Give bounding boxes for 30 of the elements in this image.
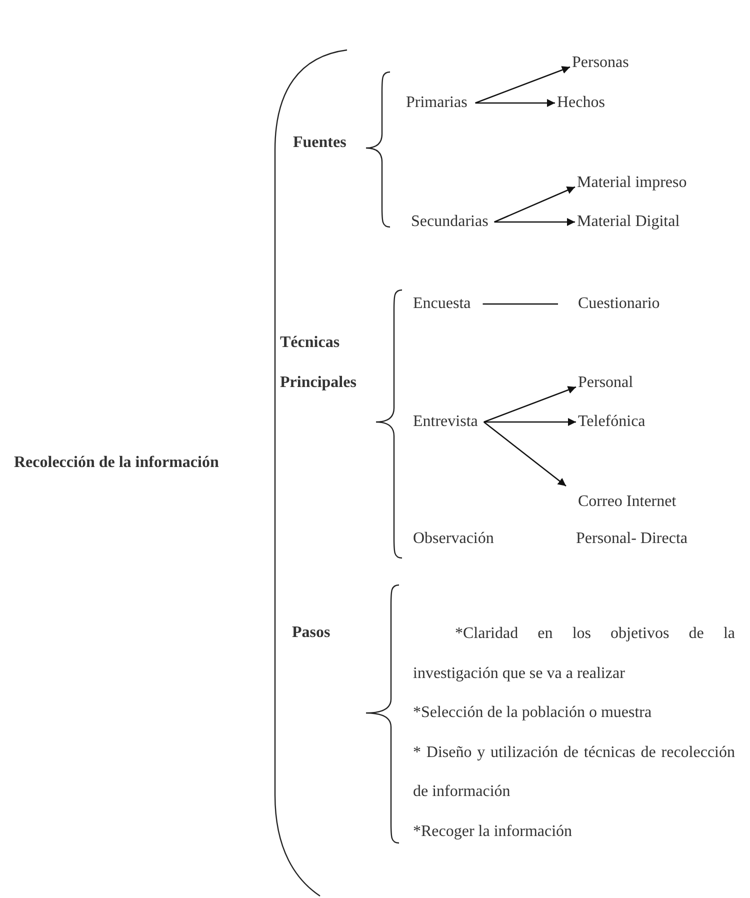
- heading-text: Pasos: [292, 623, 330, 643]
- step-text: *Selección de la población o muestra: [413, 703, 653, 724]
- node-text: Encuesta: [413, 294, 471, 314]
- heading-text: Fuentes: [293, 133, 346, 153]
- item-text: Observación: [413, 529, 494, 549]
- heading-text: Recolección de la información: [14, 453, 219, 473]
- item-text: Personal- Directa: [576, 529, 688, 549]
- step-text: * Diseño y utilización de técnicas de recolección de información: [413, 742, 735, 802]
- node-text: Personas: [572, 53, 629, 73]
- node-text: Secundarias: [411, 212, 488, 232]
- heading-text: Técnicas Principales: [280, 333, 358, 393]
- arrow: [475, 66, 570, 104]
- arrow: [494, 186, 576, 223]
- arrow: [484, 386, 576, 423]
- step-text: *Recoger la información: [413, 822, 574, 842]
- arrow: [484, 418, 576, 426]
- node-text: Telefónica: [578, 412, 646, 432]
- step-text: *Claridad en los objetivos de la investigación que se va a realizar: [413, 624, 735, 684]
- node-text: Primarias: [406, 93, 468, 113]
- arrow: [483, 421, 566, 487]
- node-text: Cuestionario: [578, 294, 660, 314]
- node-text: Personal: [578, 373, 634, 393]
- arrow: [475, 99, 555, 107]
- arrow: [494, 218, 575, 226]
- connector-line: [482, 303, 558, 305]
- node-text: Entrevista: [413, 412, 478, 432]
- node-text: Correo Internet: [578, 492, 676, 512]
- node-text: Material impreso: [577, 173, 687, 193]
- node-text: Material Digital: [577, 212, 680, 232]
- node-text: Hechos: [557, 93, 605, 113]
